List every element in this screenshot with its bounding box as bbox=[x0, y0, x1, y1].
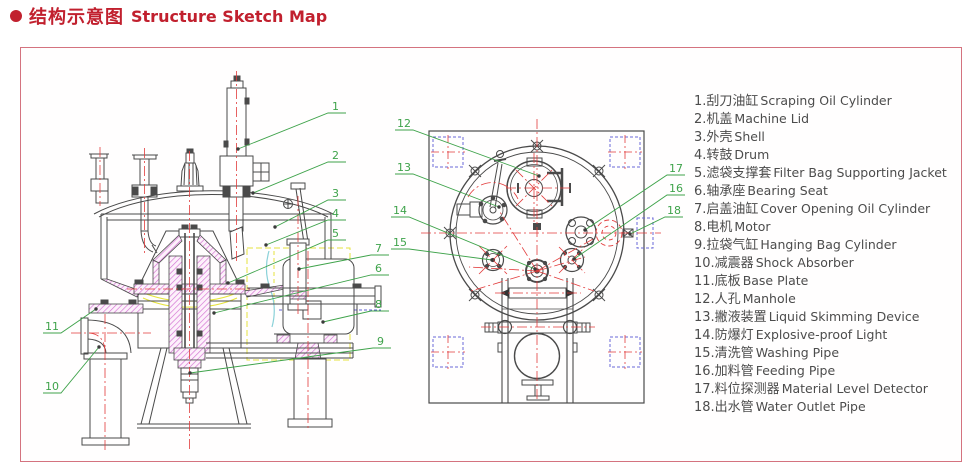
outlet-elbow bbox=[80, 317, 132, 360]
lid-cone-vent bbox=[176, 148, 204, 192]
cover-opening-cylinder bbox=[283, 182, 309, 244]
base-plate bbox=[88, 299, 144, 314]
left-leg-pipe bbox=[81, 358, 130, 446]
title-bullet-icon bbox=[10, 10, 22, 22]
scraping-oil-cylinder bbox=[219, 75, 270, 260]
callout-2: 2 bbox=[332, 149, 339, 162]
title-chinese: 结构示意图 bbox=[29, 7, 124, 28]
callout-5: 5 bbox=[332, 227, 339, 240]
rim-bolts bbox=[443, 139, 606, 302]
liquid-skimming-device bbox=[456, 150, 508, 225]
washing-pipe-side bbox=[131, 154, 158, 254]
right-leg bbox=[287, 358, 333, 428]
motor bbox=[274, 258, 355, 360]
callout-8: 8 bbox=[375, 298, 382, 311]
base-plate-outline bbox=[428, 130, 645, 404]
callout-15: 15 bbox=[393, 236, 407, 249]
bed-strips bbox=[206, 342, 354, 359]
callout-14: 14 bbox=[393, 204, 407, 217]
callout-13: 13 bbox=[397, 161, 411, 174]
bottom-support bbox=[484, 278, 591, 403]
centerlines-top bbox=[421, 119, 661, 399]
centerlines-side bbox=[71, 71, 309, 451]
callout-17: 17 bbox=[669, 162, 683, 175]
title-english: Structure Sketch Map bbox=[131, 6, 328, 26]
callout-6: 6 bbox=[375, 262, 382, 275]
anchor-squares bbox=[431, 135, 642, 369]
callout-leaders bbox=[43, 112, 685, 394]
callout-11: 11 bbox=[45, 320, 59, 333]
lid-left-valve bbox=[89, 153, 109, 204]
hinge-bracket bbox=[547, 168, 564, 206]
callout-10: 10 bbox=[45, 380, 59, 393]
top-beam bbox=[247, 283, 382, 335]
callout-dots bbox=[94, 147, 632, 375]
top-view-diagram bbox=[421, 119, 661, 404]
callout-7: 7 bbox=[375, 242, 382, 255]
machine-lid bbox=[93, 190, 334, 218]
callout-9: 9 bbox=[377, 335, 384, 348]
page-title: 结构示意图 Structure Sketch Map bbox=[10, 3, 327, 29]
callout-numbers: 1 2 3 4 5 7 6 8 9 11 10 12 13 14 15 17 1… bbox=[45, 100, 683, 393]
structure-sketch-drawing: 1 2 3 4 5 7 6 8 9 11 10 12 13 14 15 17 1… bbox=[43, 71, 685, 451]
callout-4: 4 bbox=[332, 207, 339, 220]
level-detector-flange bbox=[565, 216, 597, 248]
callout-12: 12 bbox=[397, 117, 411, 130]
callout-1: 1 bbox=[332, 100, 339, 113]
content-frame: 1 2 3 4 5 7 6 8 9 11 10 12 13 14 15 17 1… bbox=[20, 47, 962, 462]
callout-16: 16 bbox=[669, 182, 683, 195]
base-skirt bbox=[137, 347, 251, 429]
side-view-diagram bbox=[71, 71, 382, 451]
callout-18: 18 bbox=[667, 204, 681, 217]
callout-3: 3 bbox=[332, 187, 339, 200]
